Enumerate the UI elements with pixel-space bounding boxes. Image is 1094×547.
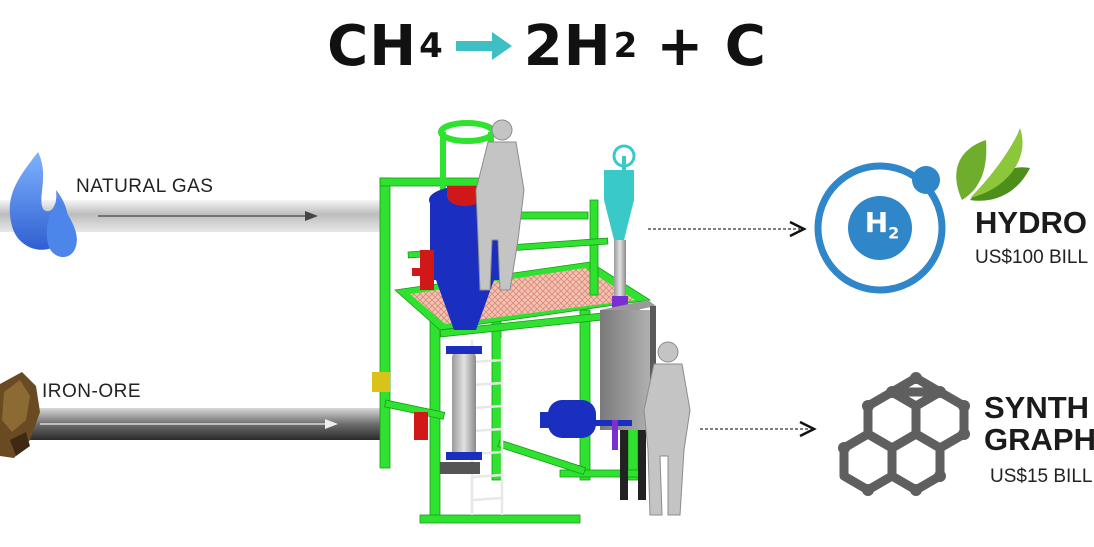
cyclone-separator — [604, 144, 636, 310]
worker-bottom-figure — [643, 341, 691, 516]
natural-gas-label: NATURAL GAS — [76, 176, 214, 197]
leaf-icon — [956, 128, 1030, 201]
reactant-subscript: 4 — [419, 26, 444, 66]
graphite-market-value: US$15 BILL — [990, 466, 1093, 487]
lower-steel-vessel — [440, 346, 482, 474]
reactant-ch: CH — [327, 13, 418, 79]
inlet-valve — [372, 372, 390, 392]
worker-top-figure — [475, 119, 525, 291]
hydrogen-market-value: US$100 BILL — [975, 247, 1089, 268]
product-carbon: + C — [656, 13, 767, 79]
iron-ore-rock-icon — [0, 372, 40, 458]
product-hydrogen-subscript: 2 — [613, 26, 639, 66]
hydrogen-atom-icon — [814, 162, 946, 294]
graphite-title-line1: SYNTH — [984, 390, 1090, 425]
reaction-arrow-icon — [455, 32, 512, 60]
hydrogen-badge-label: H2 — [856, 206, 908, 243]
graphite-hexagon-icon — [839, 373, 969, 495]
product-hydrogen: 2H — [523, 13, 612, 79]
natural-gas-flame-icon — [9, 152, 77, 258]
iron-ore-label: IRON-ORE — [42, 381, 141, 402]
graphite-atoms — [838, 372, 970, 496]
graphite-title-line2: GRAPH — [984, 422, 1094, 457]
hydrogen-badge-sub: 2 — [888, 223, 900, 243]
red-valve — [414, 412, 428, 440]
horizontal-heater — [540, 400, 632, 450]
hydrogen-title: HYDRO — [975, 205, 1087, 240]
hydrogen-badge-h: H — [864, 206, 889, 239]
